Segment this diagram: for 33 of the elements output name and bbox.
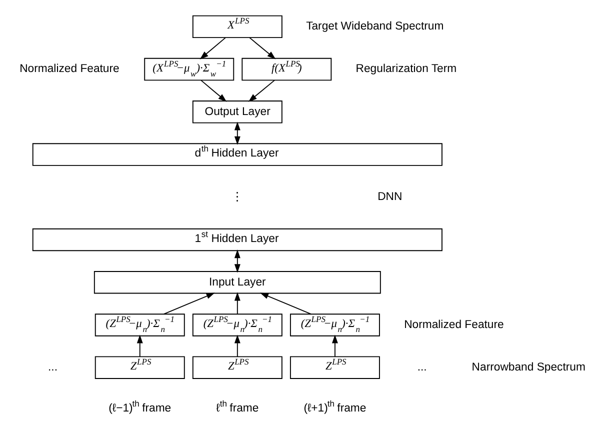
label: ... bbox=[48, 362, 58, 374]
node-label: Regularization Term bbox=[356, 63, 457, 76]
node-label: (ℓ−1)$^{th}$ frame bbox=[108, 398, 172, 414]
arrow bbox=[248, 80, 275, 102]
arrow bbox=[260, 292, 312, 315]
arrow bbox=[200, 80, 227, 102]
arrow bbox=[200, 37, 226, 60]
label: Normalized Feature bbox=[404, 318, 504, 331]
node-label: ℓ$^{th}$ frame bbox=[216, 398, 259, 414]
node-box: Input Layer bbox=[94, 271, 381, 294]
node-box: Output Layer bbox=[192, 100, 282, 124]
node-label: (ℓ+1)$^{th}$ frame bbox=[304, 398, 366, 414]
node-box: 1$^{st}$ Hidden Layer bbox=[32, 228, 442, 252]
arrow bbox=[163, 292, 215, 315]
node-label: Target Wideband Spectrum bbox=[306, 20, 444, 33]
label: ⋮ bbox=[231, 191, 242, 204]
node-box: Z$^{LPS}$ bbox=[192, 356, 282, 379]
node-box: Z$^{LPS}$ bbox=[290, 356, 380, 379]
arrow bbox=[234, 292, 240, 314]
arrow bbox=[249, 37, 276, 60]
arrow bbox=[234, 250, 240, 273]
arrow bbox=[234, 334, 240, 357]
node-box: d$^{th}$ Hidden Layer bbox=[32, 143, 442, 166]
arrow bbox=[234, 122, 240, 145]
label: ... bbox=[417, 362, 427, 374]
node-box: Z$^{LPS}$ bbox=[94, 356, 185, 379]
node-label: Normalized Feature bbox=[20, 63, 120, 76]
arrow bbox=[332, 334, 338, 357]
node-box: X$^{LPS}$ bbox=[192, 15, 282, 38]
node-box: f(X$^{LPS}$) bbox=[242, 58, 332, 81]
label: Narrowband Spectrum bbox=[472, 362, 586, 374]
arrow bbox=[136, 334, 143, 357]
label: DNN bbox=[378, 191, 402, 204]
